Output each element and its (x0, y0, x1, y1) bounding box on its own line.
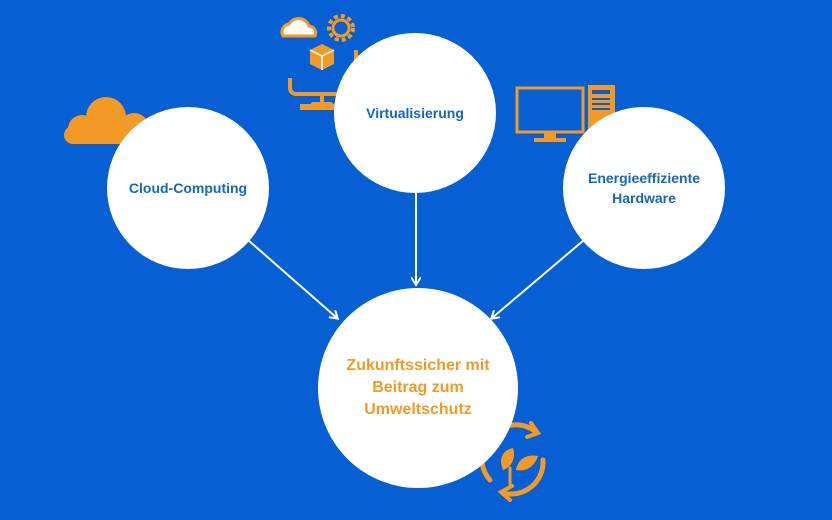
node-cloud-computing: Cloud-Computing (107, 107, 269, 269)
node-hardware-label-line1: Energieeffiziente (587, 170, 701, 186)
node-goal-label-line1: Zukunftssicher mit (346, 357, 490, 374)
cloud-computer-gear-icon (280, 14, 358, 110)
arrow-cloud-to-goal (247, 239, 337, 318)
node-goal-label-line2: Beitrag zum (372, 379, 464, 396)
node-hardware-label-line2: Hardware (612, 190, 676, 206)
node-virtualization-label: Virtualisierung (366, 105, 464, 121)
node-goal: Zukunftssicher mit Beitrag zum Umweltsch… (318, 288, 518, 488)
cloud-icon (64, 97, 150, 144)
node-cloud-computing-label: Cloud-Computing (128, 180, 248, 196)
node-energy-efficient-hardware: Energieeffiziente Hardware (563, 107, 725, 269)
node-goal-label-line3: Umweltschutz (364, 401, 472, 418)
arrow-hardware-to-goal (492, 239, 585, 318)
node-virtualization: Virtualisierung (334, 33, 496, 193)
